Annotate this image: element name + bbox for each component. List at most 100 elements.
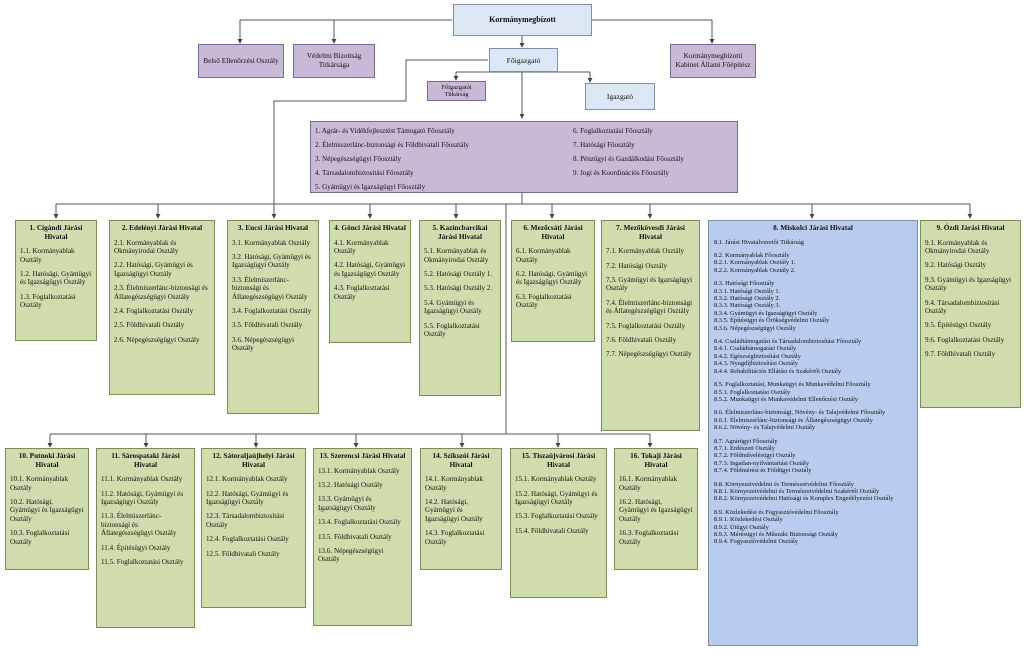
office-title: 10. Putnoki Járási Hivatal [18, 451, 76, 469]
miskolc-group-1: 8.1. Járási Hivatalvezetői Titkárság [714, 239, 912, 246]
office-unit: 7.2. Hatósági Osztály [606, 261, 668, 270]
office-unit: 8.1. Járási Hivatalvezetői Titkárság [714, 238, 804, 246]
departments-right-column: 6. Foglalkoztatási Főosztály 7. Hatósági… [573, 124, 733, 180]
office-unit: 8.8.2. Környezetvédelmi Hatósági és Komp… [714, 495, 894, 503]
office-unit: 8.3.3. Hatósági Osztály 3. [714, 302, 781, 310]
office-mezokovesd: 7. Mezőkövesdi Járási Hivatal 7.1. Kormá… [601, 220, 700, 431]
office-edeleny: 2. Edelényi Járási Hivatal 2.1. Kormánya… [109, 220, 215, 395]
office-unit: 7.6. Földhivatali Osztály [606, 336, 677, 345]
office-unit: 13.1. Kormányablak Osztály [318, 466, 400, 475]
defense-committee-label: Védelmi Bizottság Titkársága [306, 51, 362, 69]
office-unit: 8.4.1. Családtámogatási Osztály [714, 345, 797, 353]
office-unit: 8.3. Hatósági Főosztály [714, 280, 775, 288]
office-unit: 3.6. Népegészségügyi Osztály [232, 335, 295, 353]
office-unit: 8.7. Agrárügyi Főosztály [714, 437, 778, 445]
miskolc-group-6: 8.6. Élelmiszerlánc-biztonsági, Növény- … [714, 409, 912, 431]
office-unit: 16.1. Kormányablak Osztály [619, 475, 678, 492]
miskolc-group-7: 8.7. Agrárügyi Főosztály 8.7.1. Erdészet… [714, 438, 912, 475]
office-title: 8. Miskolci Járási Hivatal [773, 223, 853, 232]
office-unit: 9.2. Hatósági Osztály [925, 261, 987, 270]
office-unit: 6.1. Kormányablak Osztály [516, 247, 571, 264]
office-unit: 8.6.1. Élelmiszerlánc-biztonsági és Álla… [714, 416, 873, 424]
office-unit: 5.2. Hatósági Osztály 1. [424, 270, 493, 278]
department-item: 6. Foglalkoztatási Főosztály [573, 127, 653, 135]
office-unit: 16.3. Foglalkoztatási Osztály [619, 529, 679, 546]
office-unit: 11.1. Kormányablak Osztály [101, 475, 183, 484]
miskolc-group-3: 8.3. Hatósági Főosztály 8.3.1. Hatósági … [714, 280, 912, 332]
office-unit: 2.3. Élelmiszerlánc-biztonsági és Állate… [114, 284, 208, 301]
office-unit: 8.3.5. Építésügyi és Örökségvédelmi Oszt… [714, 317, 830, 325]
office-unit: 8.9.4. Fogyasztóvédelmi Osztály [714, 538, 798, 546]
miskolc-group-9: 8.9. Közlekedési és Fogyasztóvédelmi Főo… [714, 509, 912, 546]
office-encs: 3. Encsi Járási Hivatal 3.1. Kormányabla… [227, 220, 319, 414]
governor-label: Kormánymegbízott [489, 14, 556, 24]
office-unit: 2.2. Hatósági, Gyámügyi és Igazságügyi O… [114, 261, 193, 278]
office-unit: 6.3. Foglalkoztatási Osztály [516, 292, 572, 310]
office-unit: 10.1. Kormányablak Osztály [10, 475, 69, 492]
office-title: 2. Edelényi Járási Hivatal [121, 223, 203, 232]
office-putnok: 10. Putnoki Járási Hivatal 10.1. Kormány… [5, 448, 89, 570]
department-item: 8. Pénzügyi és Gazdálkodási Főosztály [573, 155, 684, 163]
director-box: Igazgató [585, 83, 655, 110]
dg-secretariat-label: Főigazgatói Titkárság [441, 83, 472, 98]
office-title: 9. Ózdi Járási Hivatal [936, 223, 1005, 232]
office-unit: 13.2. Hatósági Osztály [318, 481, 383, 489]
office-unit: 3.1. Kormányablak Osztály [232, 238, 311, 247]
office-unit: 9.1. Kormányablak és Okmányirodai Osztál… [925, 238, 990, 255]
office-title: 7. Mezőkövesdi Járási Hivatal [616, 223, 685, 241]
office-unit: 16.2. Hatósági, Gyámügyi és Igazságügyi … [619, 498, 693, 523]
office-unit: 5.1. Kormányablak és Okmányirodai Osztál… [424, 247, 489, 264]
office-unit: 5.4. Gyámügyi és Igazságügyi Osztály [424, 298, 482, 316]
office-sarospatak: 11. Sárospataki Járási Hivatal 11.1. Kor… [96, 448, 195, 628]
department-item: 2. Élelmiszerlánc-biztonsági és Földhiva… [315, 141, 469, 149]
office-unit: 14.1. Kormányablak Osztály [425, 475, 484, 492]
office-unit: 2.5. Földhivatali Osztály [114, 321, 185, 330]
office-ozd: 9. Ózdi Járási Hivatal 9.1. Kormányablak… [920, 220, 1021, 408]
office-unit: 11.2. Hatósági, Gyámügyi és Igazságügyi … [101, 489, 184, 506]
office-unit: 4.2. Hatósági, Gyámügyi és Igazságügyi O… [334, 261, 406, 278]
office-unit: 9.6. Foglalkoztatási Osztály [925, 335, 1005, 344]
office-title: 14. Szikszói Járási Hivatal [432, 451, 490, 469]
office-unit: 8.5.2. Munkaügyi és Munkavédelmi Ellenőr… [714, 395, 859, 403]
office-unit: 8.7.4. Földmérési és Földügyi Osztály [714, 467, 812, 475]
internal-audit-label: Belső Ellenőrzési Osztály [203, 55, 279, 65]
office-unit: 8.5.1. Foglalkoztatási Osztály [714, 388, 791, 396]
office-miskolc: 8. Miskolci Járási Hivatal 8.1. Járási H… [708, 220, 918, 646]
department-item: 4. Társadalombiztosítási Főosztály [315, 169, 414, 177]
office-unit: 2.4. Foglalkoztatási Osztály [114, 307, 194, 316]
office-unit: 15.4. Földhivatali Osztály [515, 526, 589, 535]
office-unit: 8.3.2. Hatósági Osztály 2. [714, 295, 781, 303]
office-unit: 8.3.6. Népegészségügyi Osztály [714, 324, 796, 332]
office-unit: 12.2. Hatósági, Gyámügyi és Igazságügyi … [206, 489, 289, 506]
office-title: 6. Mezőcsáti Járási Hivatal [523, 223, 583, 241]
office-unit: 8.5. Foglalkoztatási, Munkaügyi és Munka… [714, 381, 871, 389]
office-mezocsat: 6. Mezőcsáti Járási Hivatal 6.1. Kormány… [511, 220, 595, 342]
office-unit: 3.3. Élelmiszerlánc-biztonsági és Állate… [232, 275, 308, 301]
office-title: 13. Szerencsi Járási Hivatal [319, 451, 406, 460]
miskolc-group-4: 8.4. Családtámogatási és Társadalombizto… [714, 338, 912, 375]
office-unit: 1.2. Hatósági, Gyámügyi és Igazságügyi O… [20, 270, 92, 287]
office-title: 3. Encsi Járási Hivatal [237, 223, 309, 232]
office-unit: 8.9.2. Útügyi Osztály [714, 523, 769, 531]
miskolc-group-5: 8.5. Foglalkoztatási, Munkaügyi és Munka… [714, 381, 912, 403]
department-item: 1. Agrár- és Vidékfejlesztést Támogató F… [315, 127, 455, 135]
office-unit: 3.5. Földhivatali Osztály [232, 321, 303, 330]
office-unit: 7.1. Kormányablak Osztály [606, 247, 685, 256]
office-unit: 12.4. Foglalkoztatási Osztály [206, 535, 289, 544]
office-title: 11. Sárospataki Járási Hivatal [111, 451, 180, 469]
office-unit: 5.5. Foglalkoztatási Osztály [424, 321, 480, 339]
office-unit: 8.2.1. Kormányablak Osztály 1. [714, 259, 796, 267]
director-label: Igazgató [606, 92, 634, 101]
office-unit: 1.3. Foglalkoztatási Osztály [20, 292, 76, 310]
office-unit: 8.3.4. Gyámügyi és Igazságügyi Osztály [714, 309, 818, 317]
office-unit: 13.5. Földhivatali Osztály [318, 532, 392, 541]
office-title: 15. Tiszaújvárosi Járási Hivatal [521, 451, 596, 469]
departments-box: 1. Agrár- és Vidékfejlesztést Támogató F… [310, 121, 738, 193]
office-unit: 8.7.1. Erdészeti Osztály [714, 444, 775, 452]
office-unit: 8.9.1. Közlekedési Osztály [714, 516, 783, 524]
office-unit: 13.3. Gyámügyi és Igazságügyi Osztály [318, 495, 376, 512]
office-unit: 8.4.3. Nyugdíjbiztosítási Osztály [714, 360, 798, 368]
office-unit: 6.2. Hatósági, Gyámügyi és Igazságügyi O… [516, 270, 588, 287]
office-unit: 9.3. Gyámügyi és Igazságügyi Osztály [925, 275, 1012, 293]
office-unit: 2.1. Kormányablak és Okmányirodai Osztál… [114, 238, 179, 255]
